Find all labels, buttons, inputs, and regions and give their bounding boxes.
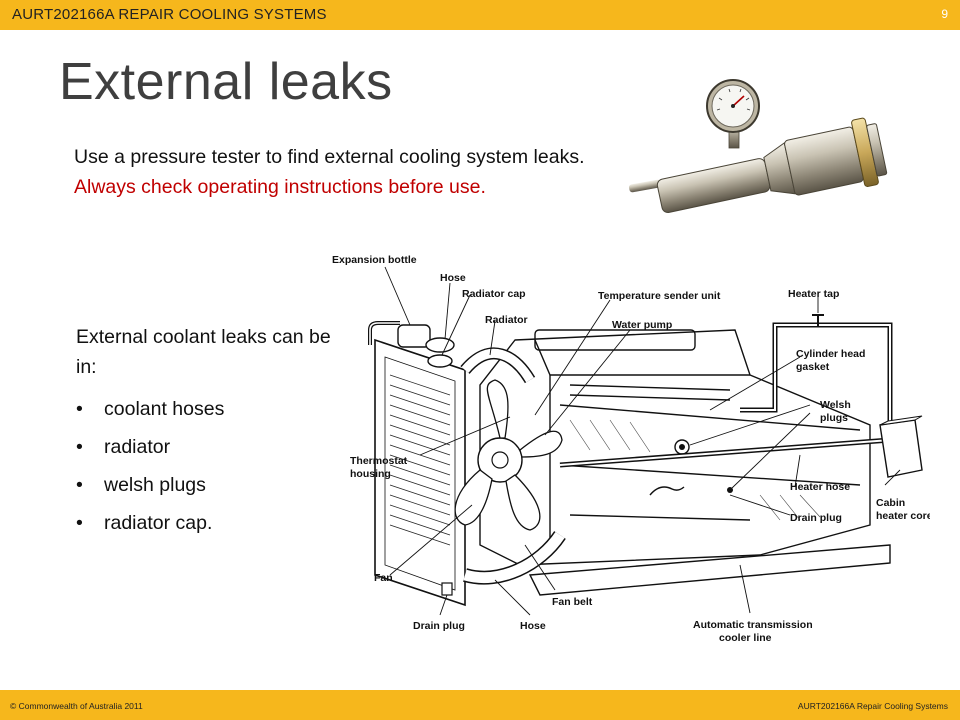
header-bar: AURT202166A REPAIR COOLING SYSTEMS 9 xyxy=(0,0,960,30)
label-fan-belt: Fan belt xyxy=(552,596,593,608)
page-number: 9 xyxy=(941,7,948,21)
bullet-icon: • xyxy=(76,512,83,534)
leak-list: • coolant hoses • radiator • welsh plugs • r… xyxy=(76,394,336,546)
label-temp-sender: Temperature sender unit xyxy=(598,290,721,302)
list-item: • welsh plugs xyxy=(76,470,336,508)
pressure-tester-image xyxy=(613,60,960,230)
list-item-text: radiator cap. xyxy=(104,512,213,534)
leader-lines xyxy=(384,266,901,616)
label-radiator: Radiator xyxy=(485,314,528,326)
leak-list-lead: External coolant leaks can be in: xyxy=(76,326,331,378)
warning-text: Always check operating instructions befo… xyxy=(74,176,486,198)
label-housing: housing xyxy=(350,468,391,480)
label-welsh: Welsh xyxy=(820,399,851,411)
label-heater-hose: Heater hose xyxy=(790,481,850,493)
label-gasket: gasket xyxy=(796,361,830,373)
bullet-icon: • xyxy=(76,436,83,458)
list-item: • coolant hoses xyxy=(76,394,336,432)
label-heater-tap: Heater tap xyxy=(788,288,839,300)
list-item: • radiator cap. xyxy=(76,508,336,546)
slide-title: External leaks xyxy=(59,53,393,111)
label-drain-plug-right: Drain plug xyxy=(790,512,842,524)
copyright-text: © Commonwealth of Australia 2011 xyxy=(10,701,143,711)
list-item: • radiator xyxy=(76,432,336,470)
list-item-text: radiator xyxy=(104,436,171,458)
label-cooler-line: cooler line xyxy=(719,632,772,644)
label-hose-top: Hose xyxy=(440,272,466,284)
leak-locations: External coolant leaks can be in: • coola… xyxy=(76,322,336,546)
label-hose-bottom: Hose xyxy=(520,620,546,632)
label-thermostat: Thermostat xyxy=(350,455,408,467)
label-fan: Fan xyxy=(374,572,393,584)
label-auto-transmission: Automatic transmission xyxy=(693,619,813,631)
bullet-icon: • xyxy=(76,474,83,496)
label-drain-plug-bottom: Drain plug xyxy=(413,620,465,632)
bullet-icon: • xyxy=(76,398,83,420)
list-item-text: welsh plugs xyxy=(104,474,206,496)
cooling-system-diagram: Expansion bottle Hose Radiator cap Radia… xyxy=(332,254,930,644)
course-title: AURT202166A REPAIR COOLING SYSTEMS xyxy=(12,6,327,23)
label-plugs: plugs xyxy=(820,412,848,424)
label-expansion-bottle: Expansion bottle xyxy=(332,254,417,266)
label-cabin: Cabin xyxy=(876,497,905,509)
footer-course: AURT202166A Repair Cooling Systems xyxy=(797,701,948,711)
intro-text: Use a pressure tester to find external c… xyxy=(74,142,614,202)
label-heater-core: heater core xyxy=(876,510,930,522)
intro-line: Use a pressure tester to find external c… xyxy=(74,146,585,168)
footer-bar: © Commonwealth of Australia 2011 AURT202… xyxy=(0,690,960,720)
label-water-pump: Water pump xyxy=(612,319,672,331)
label-radiator-cap: Radiator cap xyxy=(462,288,526,300)
fan xyxy=(454,379,563,531)
list-item-text: coolant hoses xyxy=(104,398,225,420)
label-cylinder-head: Cylinder head xyxy=(796,348,865,360)
